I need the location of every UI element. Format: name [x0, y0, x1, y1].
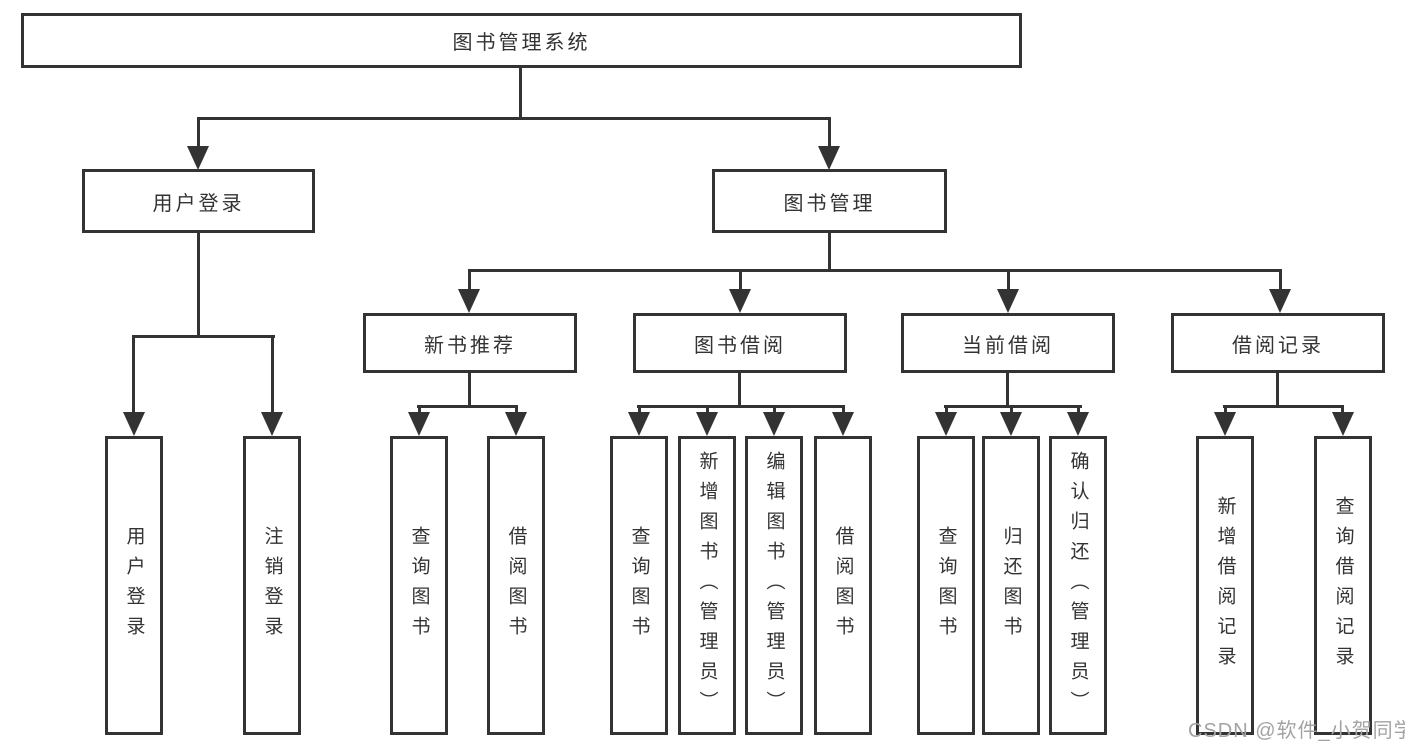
node-root: 图书管理系统	[21, 13, 1022, 68]
connector-drop-book-borrowing	[739, 269, 742, 291]
node-label: 新增借阅记录	[1214, 495, 1236, 676]
node-label: 编辑图书（管理员）	[763, 450, 785, 721]
node-label: 借阅图书	[832, 525, 854, 646]
connector-drop-book-management	[828, 117, 831, 150]
arrow-down-icon	[1214, 412, 1236, 436]
connector-book-borrowing-trunk	[738, 373, 741, 408]
node-label: 确认归还（管理员）	[1067, 450, 1089, 721]
node-confirm-return-admin: 确认归还（管理员）	[1049, 436, 1107, 735]
node-borrow-books-borrowing: 借阅图书	[814, 436, 872, 735]
arrow-down-icon	[1332, 412, 1354, 436]
arrow-down-icon	[123, 412, 145, 436]
connector-drop	[1341, 405, 1344, 416]
connector-root-branch	[197, 117, 831, 120]
connector-new-book-branch	[417, 405, 518, 408]
node-user-login: 用户登录	[82, 169, 315, 233]
node-add-borrow-record: 新增借阅记录	[1196, 436, 1254, 735]
connector-drop-logout	[271, 335, 274, 416]
connector-current-borrowing-branch	[944, 405, 1082, 408]
arrow-down-icon	[458, 289, 480, 313]
connector-current-borrowing-trunk	[1006, 373, 1009, 408]
node-new-book-recommendation: 新书推荐	[363, 313, 577, 373]
connector-drop	[1224, 405, 1227, 416]
connector-drop-current-borrowing	[1007, 269, 1010, 291]
connector-root-trunk	[519, 68, 522, 120]
arrow-down-icon	[628, 412, 650, 436]
arrow-down-icon	[997, 289, 1019, 313]
node-edit-books-admin: 编辑图书（管理员）	[745, 436, 803, 735]
node-label: 查询图书	[408, 525, 430, 646]
connector-drop	[706, 405, 709, 416]
node-label: 用户登录	[123, 525, 145, 646]
node-label: 新增图书（管理员）	[696, 450, 718, 721]
connector-user-login-trunk	[197, 233, 200, 338]
connector-drop-borrowing-records	[1279, 269, 1282, 291]
node-return-books: 归还图书	[982, 436, 1040, 735]
arrow-down-icon	[696, 412, 718, 436]
arrow-down-icon	[935, 412, 957, 436]
node-query-books-current: 查询图书	[917, 436, 975, 735]
node-borrow-books-recommend: 借阅图书	[487, 436, 545, 735]
connector-drop	[842, 405, 845, 416]
connector-book-management-branch	[468, 269, 1282, 272]
arrow-down-icon	[729, 289, 751, 313]
node-query-borrow-record: 查询借阅记录	[1314, 436, 1372, 735]
arrow-down-icon	[408, 412, 430, 436]
arrow-down-icon	[1000, 412, 1022, 436]
connector-drop	[945, 405, 948, 416]
connector-drop-user-login-leaf	[132, 335, 135, 416]
connector-drop-new-book	[468, 269, 471, 291]
arrow-down-icon	[261, 412, 283, 436]
arrow-down-icon	[187, 146, 209, 170]
connector-drop	[773, 405, 776, 416]
node-label: 归还图书	[1000, 525, 1022, 646]
node-label: 查询图书	[628, 525, 650, 646]
node-book-management: 图书管理	[712, 169, 947, 233]
node-label: 注销登录	[261, 525, 283, 646]
connector-new-book-trunk	[468, 373, 471, 408]
node-logout: 注销登录	[243, 436, 301, 735]
connector-drop	[418, 405, 421, 416]
node-current-borrowing: 当前借阅	[901, 313, 1115, 373]
arrow-down-icon	[1269, 289, 1291, 313]
node-user-login-leaf: 用户登录	[105, 436, 163, 735]
connector-drop	[638, 405, 641, 416]
connector-borrowing-records-branch	[1223, 405, 1344, 408]
connector-drop	[515, 405, 518, 416]
watermark-text: CSDN @软件_小贺同学	[1188, 720, 1405, 742]
arrow-down-icon	[763, 412, 785, 436]
connector-book-management-trunk	[828, 233, 831, 272]
node-query-books-recommend: 查询图书	[390, 436, 448, 735]
node-label: 查询借阅记录	[1332, 495, 1354, 676]
connector-drop-user-login	[197, 117, 200, 150]
arrow-down-icon	[818, 146, 840, 170]
connector-user-login-branch	[132, 335, 275, 338]
connector-book-borrowing-branch	[637, 405, 844, 408]
connector-borrowing-records-trunk	[1276, 373, 1279, 408]
node-label: 借阅图书	[505, 525, 527, 646]
connector-drop	[1077, 405, 1080, 416]
connector-drop	[1010, 405, 1013, 416]
arrow-down-icon	[832, 412, 854, 436]
node-borrowing-records: 借阅记录	[1171, 313, 1385, 373]
node-label: 查询图书	[935, 525, 957, 646]
node-query-books-borrowing: 查询图书	[610, 436, 668, 735]
arrow-down-icon	[505, 412, 527, 436]
arrow-down-icon	[1067, 412, 1089, 436]
node-add-books-admin: 新增图书（管理员）	[678, 436, 736, 735]
node-book-borrowing: 图书借阅	[633, 313, 847, 373]
